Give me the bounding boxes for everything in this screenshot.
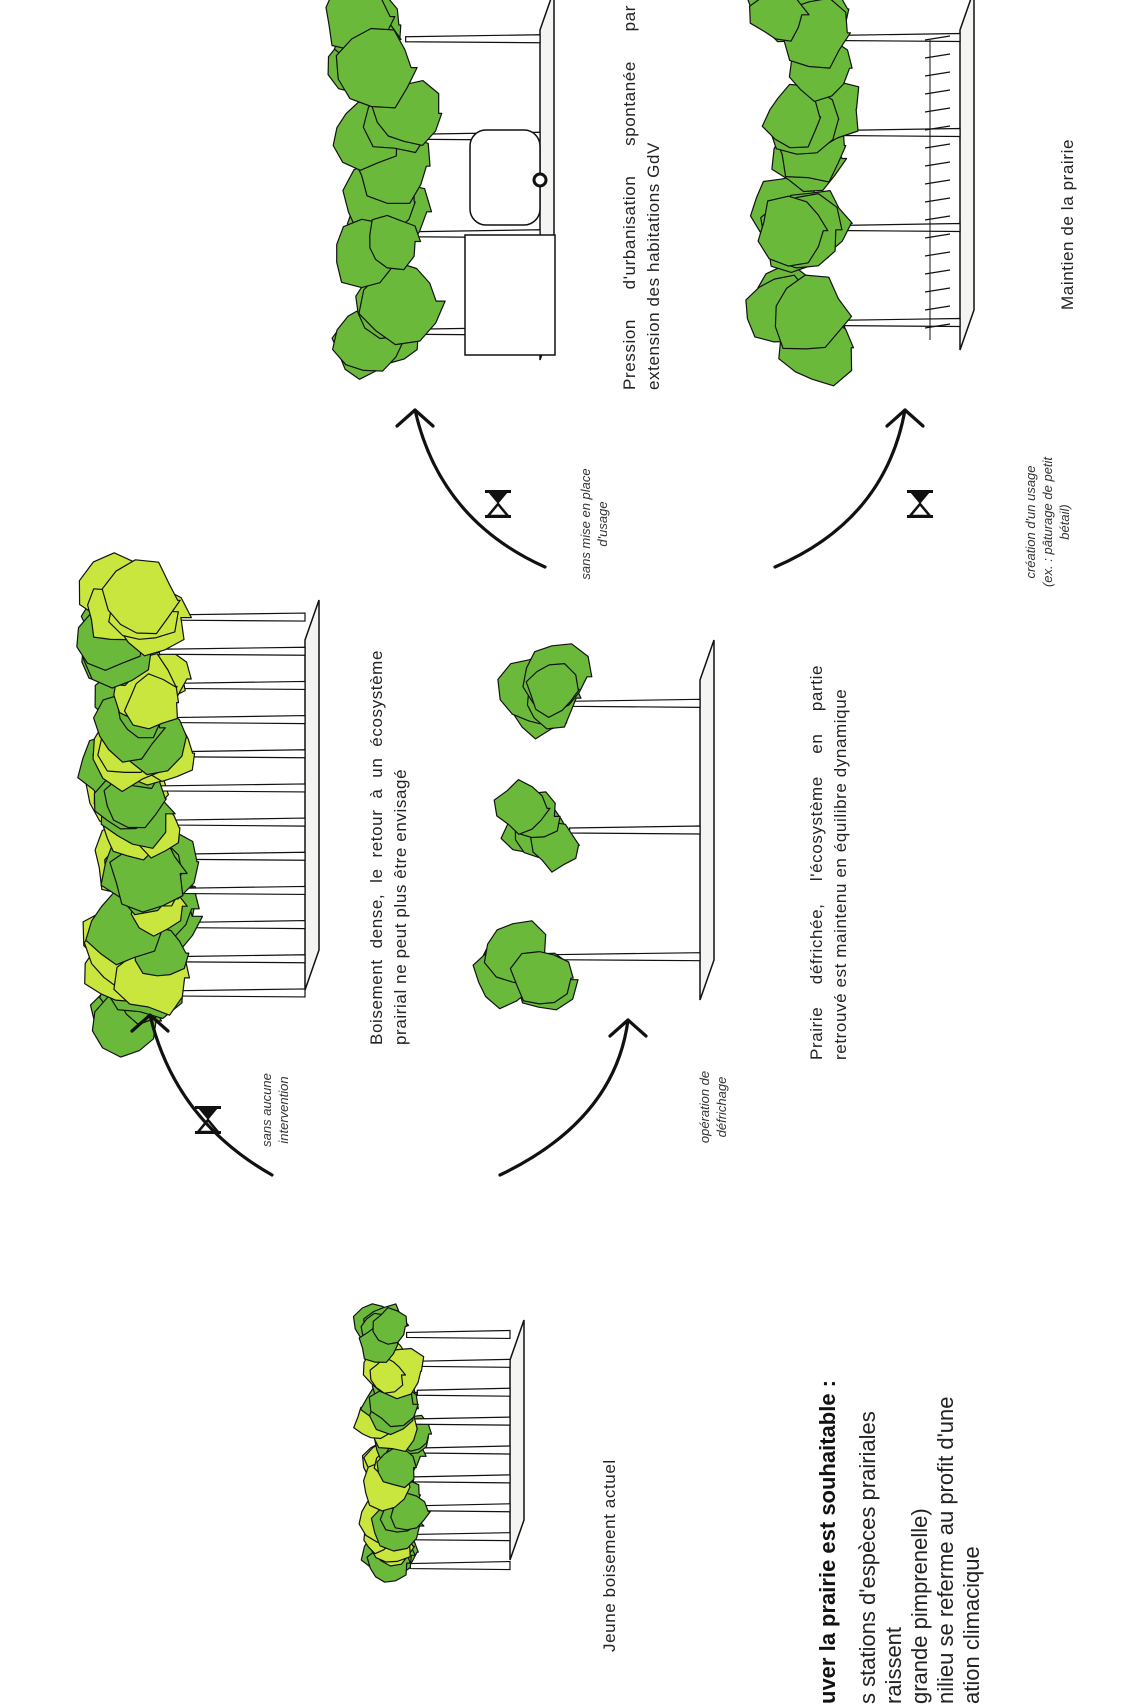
arrow-no-intervention — [130, 1013, 274, 1177]
house-icon — [464, 234, 556, 356]
tree — [745, 266, 961, 387]
ground-slab — [959, 0, 975, 351]
arrow-create-usage — [773, 408, 925, 569]
note-body: s stations d'espèces prairiales raissent… — [855, 1244, 985, 1704]
tree — [497, 643, 701, 740]
ground-slab — [304, 599, 320, 991]
fence-post — [924, 215, 951, 221]
tree — [493, 779, 701, 873]
arrow-no-usage — [395, 408, 547, 569]
tree — [472, 920, 701, 1011]
scene-label-dense-woodland: Boisement dense, le retour à un écosystè… — [367, 650, 410, 1045]
note-line: nilieu se referme au profit d'une — [933, 1396, 958, 1704]
hourglass-icon — [485, 490, 511, 518]
fence-post — [924, 125, 951, 131]
scene-label-urbanisation: Pression d'urbanisation spontanée par ex… — [620, 5, 663, 390]
scene-label-young-woodland: Jeune boisement actuel — [600, 1459, 619, 1652]
arrow-caption-clearing: opération de défrichage — [697, 1070, 729, 1144]
note-line: grande pimprenelle) — [907, 1508, 932, 1704]
fence-post — [924, 71, 951, 77]
arrow-caption-create-usage: création d'un usage (ex. : pâturage de p… — [1023, 456, 1072, 588]
fence-post — [924, 251, 951, 257]
arrow-caption-no-usage: sans mise en place d'usage — [578, 468, 610, 580]
hourglass-icon — [907, 490, 933, 518]
fence-post — [924, 143, 951, 149]
arrow-clearing — [498, 1018, 648, 1177]
fence-post — [924, 323, 951, 329]
fence-post — [924, 287, 951, 293]
fence-post — [924, 197, 951, 203]
note-block: uver la prairie est souhaitable : s stat… — [815, 1244, 985, 1704]
tree — [761, 72, 961, 193]
hourglass-icon — [195, 1106, 221, 1134]
tree — [100, 803, 306, 916]
ground-slab — [509, 1319, 525, 1561]
scene-meadow-maintained — [745, 0, 975, 387]
fence-post — [924, 107, 951, 113]
fence-post — [924, 305, 951, 311]
tree — [747, 0, 961, 102]
ground-slab — [699, 639, 715, 1001]
note-heading: uver la prairie est souhaitable : — [815, 1379, 840, 1704]
caravan-icon — [469, 129, 541, 226]
note-line: s stations d'espèces prairiales — [855, 1411, 880, 1704]
tree — [78, 552, 306, 657]
tree — [113, 645, 306, 730]
fence-post — [924, 35, 951, 41]
scene-label-meadow-maintained: Maintien de la prairie — [1058, 138, 1077, 310]
note-line: raissent — [881, 1626, 906, 1704]
tree — [749, 175, 961, 273]
scene-urbanisation — [325, 0, 556, 380]
fence-post — [924, 269, 951, 275]
scene-label-cleared-meadow: Prairie défrichée, l'écosystème en parti… — [807, 665, 850, 1060]
fence-post — [924, 179, 951, 185]
tree — [352, 1303, 511, 1363]
arrow-caption-no-intervention: sans aucune intervention — [259, 1073, 291, 1147]
fence-post — [924, 233, 951, 239]
note-line: ation climacique — [959, 1546, 984, 1704]
tree — [325, 0, 541, 109]
scene-cleared-meadow — [472, 639, 715, 1011]
scene-young-woodland — [352, 1303, 525, 1583]
scene-dense-woodland — [76, 552, 320, 1058]
fence-post — [924, 53, 951, 59]
fence-post — [924, 89, 951, 95]
fence-post — [924, 161, 951, 167]
